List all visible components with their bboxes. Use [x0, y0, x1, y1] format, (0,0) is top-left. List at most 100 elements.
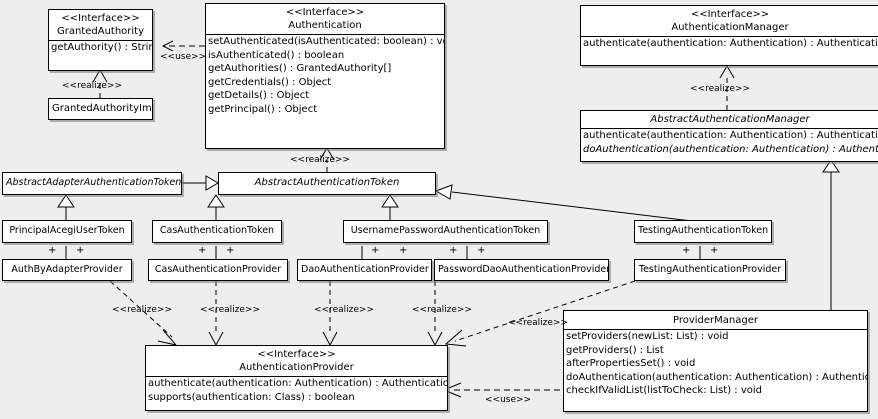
class-username-password-authentication-token[interactable]: UsernamePasswordAuthenticationToken — [343, 220, 548, 243]
class-name: ProviderManager — [672, 315, 758, 326]
edge-abstractauthenticationmanager-realizes-authenticationmanager — [719, 65, 735, 110]
member-row: authenticate(authentication: Authenticat… — [583, 130, 878, 141]
class-authentication-provider[interactable]: <<Interface>> AuthenticationProvider aut… — [145, 345, 448, 411]
class-cas-authentication-provider[interactable]: CasAuthenticationProvider — [148, 259, 288, 281]
class-name: AuthenticationManager — [671, 22, 789, 33]
class-header: <<Interface>> AuthenticationProvider — [146, 346, 447, 376]
class-provider-manager[interactable]: ProviderManager setProviders(newList: Li… — [563, 310, 868, 412]
class-name: GrantedAuthorityImpl — [52, 103, 153, 114]
class-authentication-manager[interactable]: <<Interface>> AuthenticationManager auth… — [580, 5, 878, 66]
assoc-plus-mark: + — [198, 245, 207, 256]
edge-label-realize-grantedauthorityimpl: <<realize>> — [62, 81, 122, 91]
members-compartment: authenticate(authentication: Authenticat… — [146, 377, 447, 404]
class-header: GrantedAuthorityImpl — [49, 99, 152, 117]
class-name: CasAuthenticationProvider — [154, 264, 282, 275]
class-abstract-adapter-authentication-token[interactable]: AbstractAdapterAuthenticationToken — [2, 172, 182, 195]
class-header: PasswordDaoAuthenticationProvider — [435, 260, 608, 278]
class-granted-authority-impl[interactable]: GrantedAuthorityImpl — [48, 98, 153, 120]
assoc-plus-mark: + — [76, 245, 85, 256]
stereotype-label: <<Interface>> — [285, 7, 365, 18]
class-header: AbstractAuthenticationManager — [581, 111, 878, 128]
member-row: authenticate(authentication: Authenticat… — [148, 378, 448, 389]
edge-casauthenticationtoken-extends-abstractauthenticationtoken — [207, 194, 225, 220]
class-name: TestingAuthenticationProvider — [638, 264, 782, 275]
member-row: supports(authentication: Class) : boolea… — [148, 391, 355, 403]
assoc-plus-mark: + — [48, 245, 57, 256]
assoc-plus-mark: + — [371, 245, 380, 256]
class-header: ProviderManager — [564, 311, 867, 329]
member-row: getPrincipal() : Object — [208, 103, 318, 115]
members-compartment: setAuthenticated(isAuthenticated: boolea… — [206, 35, 444, 116]
edge-label-realize-abstractauthenticationmanager: <<realize>> — [690, 84, 750, 94]
edge-label-use-authentication-grantedauthority: <<use>> — [160, 52, 207, 62]
class-header: AbstractAuthenticationToken — [219, 173, 435, 191]
class-header: DaoAuthenticationProvider — [298, 260, 431, 278]
class-name: AuthByAdapterProvider — [11, 264, 123, 275]
edge-providermanager-extends-abstractauthenticationmanager — [822, 159, 840, 310]
class-name: UsernamePasswordAuthenticationToken — [350, 225, 541, 236]
assoc-plus-mark: + — [449, 245, 458, 256]
class-cas-authentication-token[interactable]: CasAuthenticationToken — [152, 220, 282, 243]
class-name: AuthenticationProvider — [239, 362, 354, 373]
class-testing-authentication-token[interactable]: TestingAuthenticationToken — [634, 220, 772, 243]
members-compartment: authenticate(authentication: Authenticat… — [581, 129, 878, 156]
edge-label-realize-authbyadapterprovider: <<realize>> — [112, 305, 172, 315]
class-name: PasswordDaoAuthenticationProvider — [438, 264, 609, 275]
edge-label-realize-testingauthenticationprovider: <<realize>> — [508, 318, 568, 328]
assoc-plus-mark: + — [226, 245, 235, 256]
class-name: AbstractAuthenticationToken — [254, 177, 400, 188]
member-row: doAuthentication(authentication: Authent… — [583, 143, 878, 155]
class-name: DaoAuthenticationProvider — [301, 264, 429, 275]
edge-label-realize-casauthenticationprovider: <<realize>> — [200, 305, 260, 315]
member-row: authenticate(authentication: Authenticat… — [583, 38, 878, 49]
divider — [581, 36, 878, 37]
assoc-plus-mark: + — [477, 245, 486, 256]
class-header: AbstractAdapterAuthenticationToken — [3, 173, 181, 191]
edge-label-realize-abstractauthenticationtoken: <<realize>> — [290, 155, 350, 165]
class-password-dao-authentication-provider[interactable]: PasswordDaoAuthenticationProvider — [434, 259, 609, 281]
class-header: CasAuthenticationProvider — [149, 260, 287, 278]
assoc-plus-mark: + — [399, 245, 408, 256]
member-row: getProviders() : List — [566, 344, 664, 356]
edge-testingauthenticationprovider-realizes-authenticationprovider — [444, 280, 636, 347]
member-row: setProviders(newList: List) : void — [566, 331, 729, 342]
member-row: checkIfValidList(listToCheck: List) : vo… — [566, 385, 763, 396]
member-row: isAuthenticated() : boolean — [208, 49, 345, 61]
edge-label-use-providermanager: <<use>> — [485, 395, 532, 405]
class-name: CasAuthenticationToken — [159, 225, 275, 236]
divider — [49, 40, 152, 41]
class-header: TestingAuthenticationProvider — [635, 260, 785, 278]
edge-usernamepasswordtoken-extends-abstractauthenticationtoken — [381, 194, 399, 220]
class-authentication[interactable]: <<Interface>> Authentication setAuthenti… — [205, 3, 445, 149]
member-row: getAuthority() : String — [51, 42, 153, 53]
class-principal-acegi-user-token[interactable]: PrincipalAcegiUserToken — [2, 220, 132, 243]
edge-abstractadaptertoken-extends-abstractauthenticationtoken — [182, 175, 219, 191]
member-row: getDetails() : Object — [208, 90, 310, 101]
class-name: GrantedAuthority — [56, 26, 145, 37]
class-auth-by-adapter-provider[interactable]: AuthByAdapterProvider — [2, 259, 132, 281]
stereotype-label: <<Interface>> — [690, 9, 770, 20]
assoc-plus-mark: + — [710, 245, 719, 256]
class-name: TestingAuthenticationToken — [638, 225, 769, 236]
class-dao-authentication-provider[interactable]: DaoAuthenticationProvider — [297, 259, 432, 281]
class-header: <<Interface>> GrantedAuthority — [49, 10, 152, 40]
class-granted-authority[interactable]: <<Interface>> GrantedAuthority getAuthor… — [48, 9, 153, 71]
member-row: doAuthentication(authentication: Authent… — [566, 371, 868, 383]
class-testing-authentication-provider[interactable]: TestingAuthenticationProvider — [634, 259, 786, 281]
member-row: afterPropertiesSet() : void — [566, 358, 696, 369]
edge-label-realize-daoauthenticationprovider: <<realize>> — [314, 305, 374, 315]
class-abstract-authentication-manager[interactable]: AbstractAuthenticationManager authentica… — [580, 110, 878, 162]
class-header: <<Interface>> Authentication — [206, 4, 444, 34]
class-header: <<Interface>> AuthenticationManager — [581, 6, 878, 36]
class-header: UsernamePasswordAuthenticationToken — [344, 221, 547, 239]
members-compartment: setProviders(newList: List) : void getPr… — [564, 330, 867, 398]
class-name: PrincipalAcegiUserToken — [9, 225, 125, 236]
assoc-plus-mark: + — [682, 245, 691, 256]
divider — [146, 376, 447, 377]
members-compartment: authenticate(authentication: Authenticat… — [581, 37, 878, 51]
edge-testingauthenticationtoken-extends-abstractauthenticationtoken — [434, 184, 701, 223]
class-header: AuthByAdapterProvider — [3, 260, 131, 278]
class-header: PrincipalAcegiUserToken — [3, 221, 131, 239]
class-abstract-authentication-token[interactable]: AbstractAuthenticationToken — [218, 172, 436, 195]
